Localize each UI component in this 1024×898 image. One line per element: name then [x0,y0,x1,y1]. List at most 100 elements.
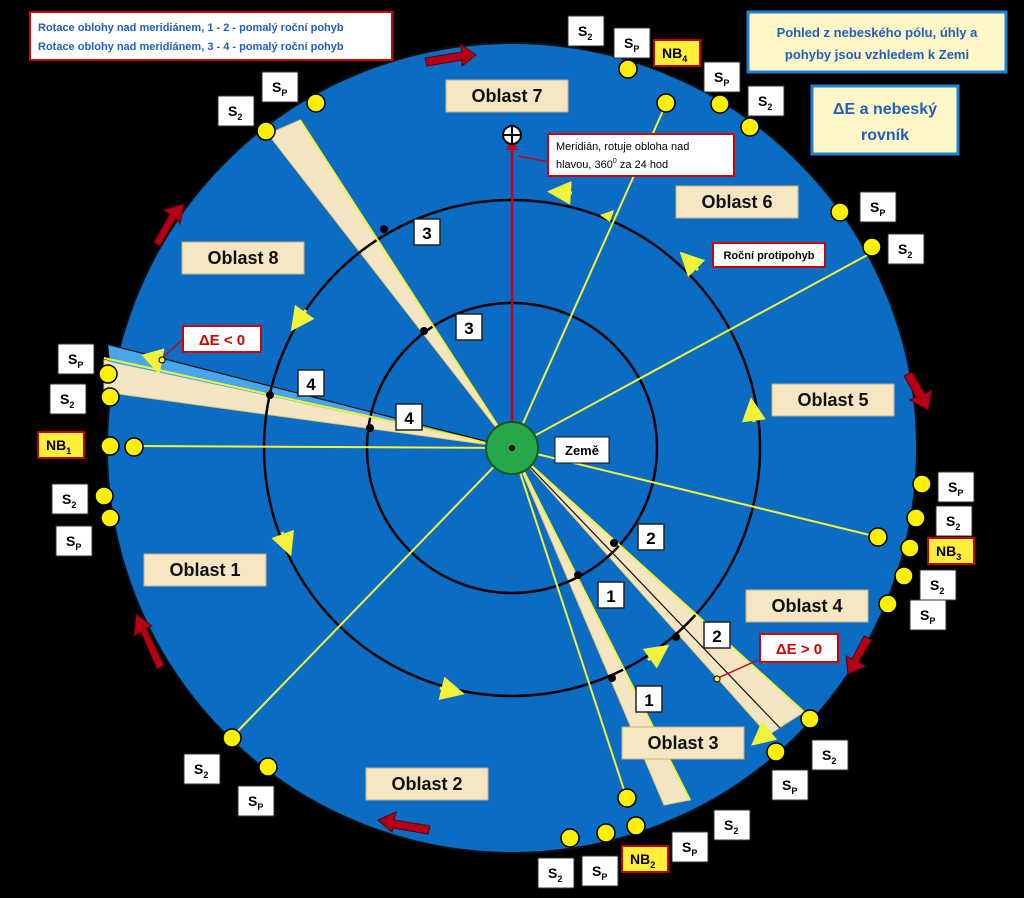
planet-dot [560,828,580,848]
planet-subscript: P [929,616,935,626]
position-number-2: 2 [703,621,731,649]
planet-letter: S [228,103,237,119]
region-label-text: Oblast 3 [647,733,718,753]
equator-note: ΔE a nebeský rovník [810,84,960,156]
orbit-arrow-left [271,529,294,557]
s-p-label: SP [237,785,275,817]
marker-4-inner [366,424,374,432]
planet-letter: S [682,839,691,855]
s-2-label: S2 [935,505,973,537]
region-label-text: Oblast 2 [391,774,462,794]
orbit-arrow-right [741,397,766,423]
planet-letter: S [714,69,723,85]
orbit-arrow-top [547,180,573,205]
planet-subscript: P [75,542,81,552]
s-p-label: SP [261,71,299,103]
radial-line-sector3 [299,119,513,449]
planet-label-text: SP [948,479,963,498]
planet-subscript: P [281,88,287,98]
planet-dot [617,788,637,808]
position-number-text: 2 [646,529,655,548]
planet-letter: S [592,863,601,879]
rotation-arrow-bottom [377,811,431,835]
region-label-6: Oblast 6 [675,185,799,219]
position-number-2: 2 [637,523,665,551]
earth-label: Země [554,436,610,464]
marker-2-inner [610,539,618,547]
planet-label-text: S2 [930,577,944,596]
radial-line-nb1 [133,445,513,449]
delta-pos-label: ΔE > 0 [713,633,839,683]
planet-letter: S [272,79,281,95]
planet-subscript: 2 [71,500,76,510]
radial-line-sector2 [511,447,805,713]
planet-label-text: S2 [946,513,960,532]
planet-letter: S [60,391,69,407]
planet-label-text: SP [624,35,639,54]
orbit-markers [266,225,680,682]
s-p-label: SP [55,525,93,557]
planet-subscript: P [879,208,885,218]
planet-dot [900,538,920,558]
region-label-text: Oblast 7 [471,86,542,106]
planet-letter: S [822,747,831,763]
s-2-label: S2 [51,483,89,515]
planet-dot [740,117,760,137]
position-number-1: 1 [635,685,663,713]
region-label-2: Oblast 2 [365,767,489,801]
planet-subscript: 2 [557,874,562,884]
planet-label-text: NB1 [46,437,71,456]
planet-subscript: P [791,786,797,796]
pole-view-line2: pohyby jsou vzhledem k Zemi [785,47,969,62]
s-p-label: SP [671,831,709,863]
position-number-4: 4 [395,403,423,431]
position-number-text: 3 [464,319,473,338]
planet-subscript: 2 [203,770,208,780]
region-label-text: Oblast 6 [701,192,772,212]
planet-label-text: SP [870,199,885,218]
planet-dot [710,94,730,114]
planet-dot [94,486,114,506]
position-number-text: 4 [306,375,316,394]
planet-letter: S [898,241,907,257]
planet-letter: S [68,351,77,367]
meridian-label-line1: Meridián, rotuje obloha nad [556,141,689,153]
planet-letter: S [194,761,203,777]
orbit-arrow-lower-right [642,644,670,669]
pole-view-line1: Pohled z nebeského pólu, úhly a [777,25,979,40]
earth-label-text: Země [565,443,599,458]
equator-note-line1: ΔE a nebeský [833,101,937,118]
annual-counter-label: Roční protipohyb [712,242,826,268]
planet-dot [830,202,850,222]
marker-1-inner [574,571,582,579]
region-label-text: Oblast 8 [207,248,278,268]
rotation-note: Rotace oblohy nad meridiánem, 1 - 2 - po… [29,11,393,61]
planet-dot [862,237,882,257]
region-label-7: Oblast 7 [445,79,569,113]
planet-subscript: 1 [66,446,71,456]
planet-dot [912,474,932,494]
planet-dot [868,527,888,547]
nb1-label: NB1 [37,431,85,459]
position-number-text: 1 [606,587,615,606]
radial-lines [103,103,879,801]
planet-subscript: 2 [733,826,738,836]
planet-dot [100,508,120,528]
meridian-label: Meridián, rotuje obloha nad hlavou, 3600… [517,133,735,177]
planet-label-text: SP [68,351,83,370]
position-number-text: 3 [422,224,431,243]
rotation-arrows [133,42,933,835]
s-p-label: SP [581,855,619,887]
planet-subscript: P [77,360,83,370]
s-2-label: S2 [747,85,785,117]
planet-dot [766,742,786,762]
planet-dot [124,437,144,457]
region-label-5: Oblast 5 [771,383,895,417]
planet-letter: S [624,35,633,51]
s-p-label: SP [771,769,809,801]
planet-subscript: P [723,78,729,88]
delta-neg-label: ΔE < 0 [158,325,262,364]
planet-label-text: S2 [578,23,592,42]
